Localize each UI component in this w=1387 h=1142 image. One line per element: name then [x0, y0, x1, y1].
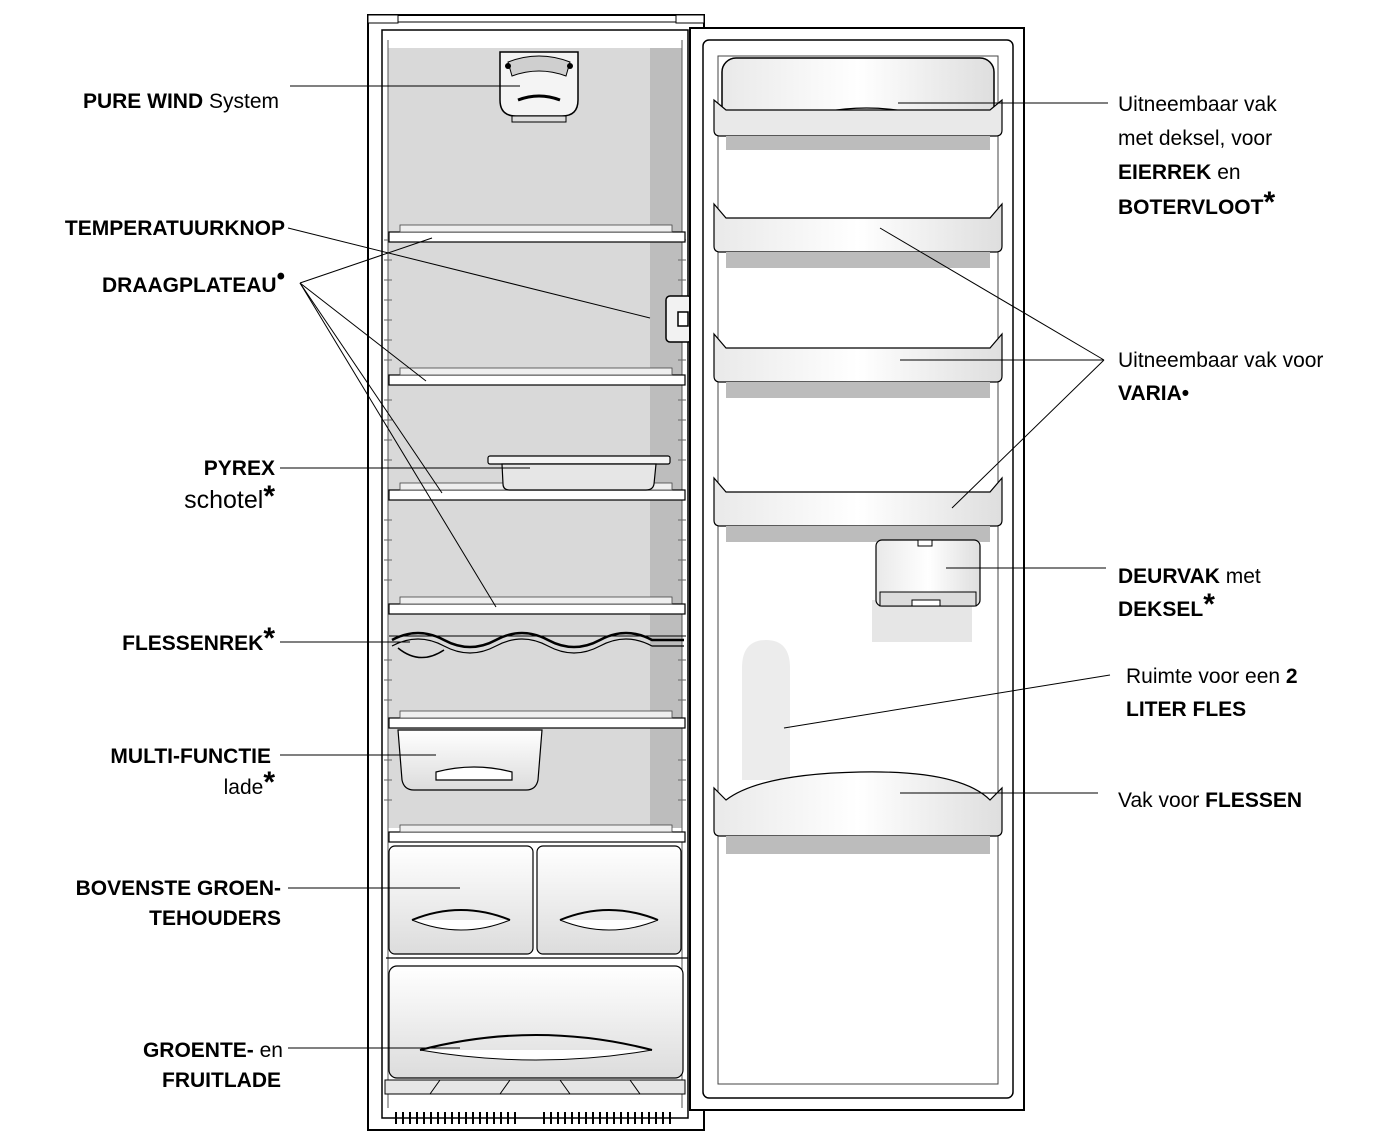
- pure-wind-fan: [499, 51, 579, 123]
- label-multi-functie: MULTI-FUNCTIE: [110, 745, 271, 768]
- upper-vegetable-bins: [386, 845, 688, 959]
- leader-draagplateau-2: [299, 282, 427, 382]
- pyrex-dish: [487, 455, 671, 491]
- label-bovenste: BOVENSTE GROEN-: [75, 877, 281, 900]
- door-compartment-with-lid: [872, 539, 981, 642]
- door-bin-1: [713, 202, 1003, 268]
- bottle-compartment: [713, 771, 1003, 854]
- fridge-cabinet: [367, 14, 705, 1131]
- label-draagplateau: DRAAGPLATEAU•: [101, 263, 285, 298]
- label-pyrex-line2: schotel*: [184, 480, 275, 515]
- bottle-rack: [389, 631, 686, 659]
- label-groente-line2: FRUITLADE: [162, 1069, 281, 1092]
- glass-shelves: [388, 224, 686, 843]
- leader-draagplateau-1: [299, 237, 433, 284]
- label-ruimte-line2: LITER FLES: [1126, 698, 1247, 721]
- leader-ruimte: [783, 674, 1111, 729]
- label-deurvak-line1: DEURVAK met: [1118, 565, 1261, 588]
- leader-lines: [280, 85, 1111, 1049]
- door-bin-2: [713, 332, 1003, 398]
- label-multi-functie-line2: lade*: [223, 766, 275, 800]
- leader-varia-3: [951, 359, 1105, 509]
- temperature-knob: [665, 295, 693, 343]
- label-eierrek-line3: EIERREK en: [1118, 161, 1241, 184]
- multi-function-drawer: [397, 729, 543, 791]
- label-eierrek-line2: met deksel, voor: [1118, 127, 1273, 150]
- label-vak-flessen: Vak voor FLESSEN: [1118, 789, 1303, 812]
- label-eierrek-line1: Uitneembaar vak: [1118, 93, 1277, 116]
- bottom-grille: [395, 1112, 671, 1124]
- leader-varia-1: [879, 227, 1105, 361]
- label-groente: GROENTE- en: [142, 1039, 283, 1062]
- door-bin-3: [713, 476, 1003, 542]
- label-varia-line1: Uitneembaar vak voor: [1118, 349, 1324, 372]
- fruit-drawer: [384, 965, 686, 1095]
- leader-temperatuurknop: [287, 227, 651, 319]
- leader-draagplateau-3: [299, 282, 443, 494]
- label-eierrek-line4: BOTERVLOOT*: [1118, 186, 1276, 220]
- egg-butter-compartment: [713, 57, 1003, 150]
- two-liter-bottle-space: [742, 640, 790, 780]
- label-flessenrek: FLESSENREK*: [122, 622, 275, 656]
- label-pyrex: PYREX: [203, 457, 275, 480]
- label-deurvak-line2: DEKSEL*: [1118, 588, 1215, 622]
- label-pure-wind: PURE WIND System: [82, 90, 279, 113]
- label-bovenste-line2: TEHOUDERS: [149, 907, 281, 930]
- label-temperatuurknop: TEMPERATUURKNOP: [64, 217, 285, 240]
- label-ruimte-line1: Ruimte voor een 2: [1126, 665, 1298, 688]
- label-varia-line2: VARIA•: [1118, 382, 1190, 405]
- leader-draagplateau-4: [299, 282, 497, 608]
- shelf-rails: [384, 239, 686, 801]
